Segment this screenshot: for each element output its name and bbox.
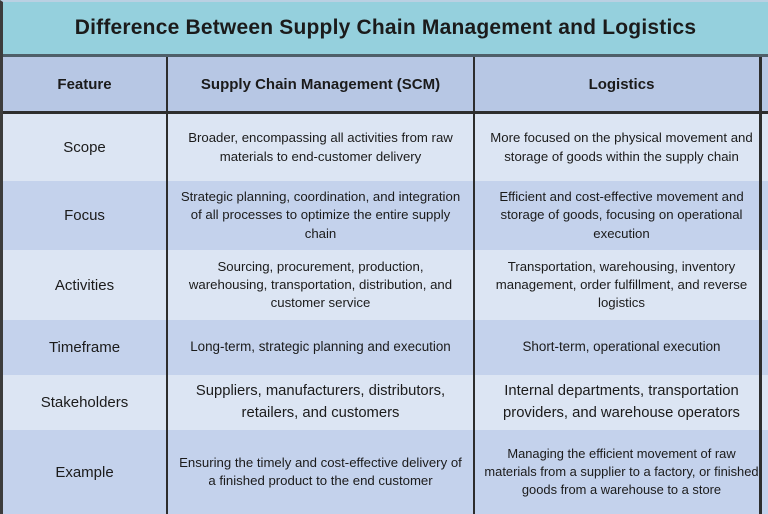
logistics-cell: Short-term, operational execution [522, 339, 721, 355]
table-row-example: Example Ensuring the timely and cost-eff… [3, 430, 768, 514]
title-band: Difference Between Supply Chain Manageme… [3, 2, 768, 57]
feature-label: Example [3, 430, 168, 514]
feature-label: Scope [3, 114, 168, 181]
scm-cell: Ensuring the timely and cost-effective d… [168, 430, 475, 514]
feature-label: Focus [3, 181, 168, 250]
table-right-border [759, 57, 762, 514]
scm-cell: Long-term, strategic planning and execut… [168, 320, 475, 375]
column-header-scm: Supply Chain Management (SCM) [168, 57, 475, 111]
logistics-cell: Managing the efficient movement of raw m… [484, 446, 759, 497]
logistics-cell: Efficient and cost-effective movement an… [499, 189, 744, 241]
logistics-cell: More focused on the physical movement an… [490, 130, 753, 164]
page-title: Difference Between Supply Chain Manageme… [74, 16, 697, 39]
table-row-scope: Scope Broader, encompassing all activiti… [3, 114, 768, 181]
scm-cell: Sourcing, procurement, production, wareh… [168, 250, 475, 320]
column-header-logistics: Logistics [588, 75, 655, 93]
scm-cell: Suppliers, manufacturers, distributors, … [168, 375, 475, 430]
logistics-cell: Transportation, warehousing, inventory m… [495, 258, 748, 311]
feature-label: Activities [3, 250, 168, 320]
feature-label: Timeframe [3, 320, 168, 375]
table-row-stakeholders: Stakeholders Suppliers, manufacturers, d… [3, 375, 768, 430]
scm-cell: Broader, encompassing all activities fro… [168, 114, 475, 181]
column-header-feature: Feature [3, 57, 168, 111]
table-row-focus: Focus Strategic planning, coordination, … [3, 181, 768, 250]
logistics-cell: Internal departments, transportation pro… [503, 383, 740, 421]
scm-cell: Strategic planning, coordination, and in… [168, 181, 475, 250]
table-row-timeframe: Timeframe Long-term, strategic planning … [3, 320, 768, 375]
feature-label: Stakeholders [3, 375, 168, 430]
table-header-row: Feature Supply Chain Management (SCM) Lo… [3, 57, 768, 114]
table-row-activities: Activities Sourcing, procurement, produc… [3, 250, 768, 320]
